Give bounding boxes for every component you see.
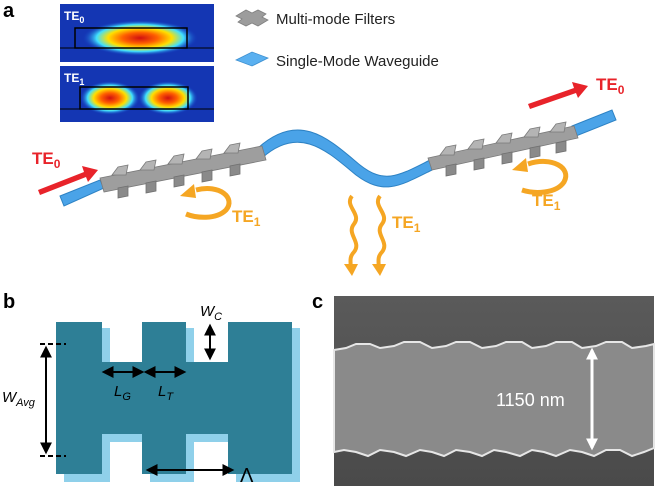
te1-left-label: TE1 xyxy=(232,207,261,229)
te0-output-arrow xyxy=(528,82,588,109)
wavg-label: WAvg xyxy=(2,389,36,409)
panel-a-label: a xyxy=(3,0,15,22)
lt-label: LT xyxy=(158,383,174,403)
legend-waveguide-text: Single-Mode Waveguide xyxy=(276,53,439,70)
te0-input-label: TE0 xyxy=(32,149,61,171)
mode-inset-te0: TE0 xyxy=(60,4,214,62)
period-label: Λ xyxy=(240,465,254,487)
te0-input-arrow xyxy=(38,166,98,195)
mode-inset-te1: TE1 xyxy=(60,66,214,122)
wc-label: WC xyxy=(200,303,222,323)
grating-3d xyxy=(56,322,300,482)
te1-radiate-label: TE1 xyxy=(392,213,421,235)
waveguide-device xyxy=(59,109,617,207)
sem-width-label: 1150 nm xyxy=(496,390,565,410)
panel-c-label: c xyxy=(312,291,323,313)
te0-output-label: TE0 xyxy=(596,75,625,97)
legend-waveguide: Single-Mode Waveguide xyxy=(235,51,439,70)
sem-image xyxy=(333,296,655,486)
legend-filter: Multi-mode Filters xyxy=(235,9,395,28)
lg-label: LG xyxy=(114,383,131,403)
filter-legend-icon xyxy=(235,9,269,27)
inset-te1-label: TE1 xyxy=(64,71,84,87)
waveguide-legend-icon xyxy=(235,51,269,67)
right-filter xyxy=(427,121,579,177)
panel-b-label: b xyxy=(3,291,15,313)
te1-right-label: TE1 xyxy=(532,191,561,213)
wavg-dimension xyxy=(40,343,66,457)
legend-filter-text: Multi-mode Filters xyxy=(276,11,395,28)
inset-te0-label: TE0 xyxy=(64,9,84,25)
te1-radiate-arrows xyxy=(344,194,387,276)
te1-right-reflect-arrow xyxy=(512,158,569,195)
left-filter xyxy=(99,142,267,199)
te1-left-reflect-arrow xyxy=(180,184,232,220)
